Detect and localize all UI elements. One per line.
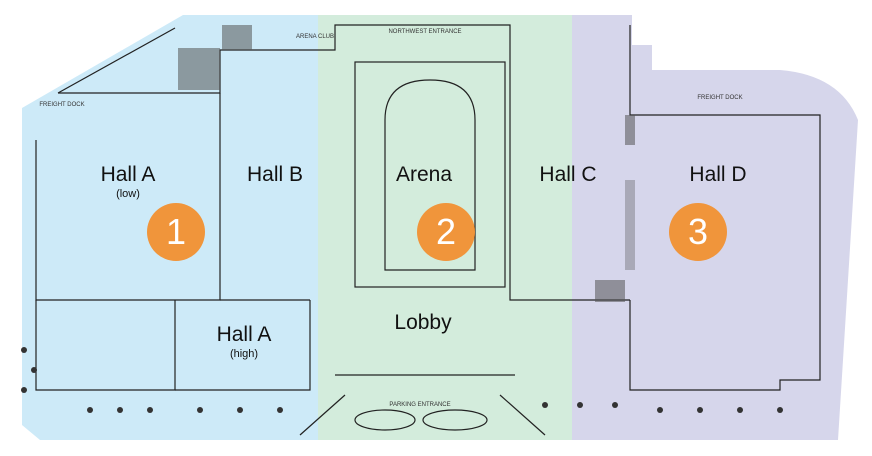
hall-a-low-label: Hall A	[100, 163, 156, 186]
hall-d-label: Hall D	[689, 163, 747, 186]
northwest-entrance-label: NORTHWEST ENTRANCE	[388, 29, 462, 35]
zone-1-badge[interactable]: 1	[147, 203, 205, 261]
hall-a-high-sublabel: (high)	[229, 348, 259, 360]
zone-2-badge[interactable]: 2	[417, 203, 475, 261]
hall-a-low-sublabel: (low)	[116, 188, 140, 200]
lobby-label: Lobby	[394, 311, 452, 334]
arena-label: Arena	[395, 163, 453, 186]
hall-b-label: Hall B	[246, 163, 304, 186]
freight-dock-east-label: FREIGHT DOCK	[697, 95, 743, 101]
arena-club-label: ARENA CLUB	[295, 34, 335, 40]
landscape-planters	[21, 347, 783, 413]
hall-c-label: Hall C	[539, 163, 597, 186]
freight-dock-west-label: FREIGHT DOCK	[39, 102, 85, 108]
zone-3-badge[interactable]: 3	[669, 203, 727, 261]
hall-a-high-label: Hall A	[216, 323, 272, 346]
parking-entrance-label: PARKING ENTRANCE	[389, 402, 451, 408]
hatched-rooms	[178, 25, 635, 302]
walls	[35, 24, 821, 436]
